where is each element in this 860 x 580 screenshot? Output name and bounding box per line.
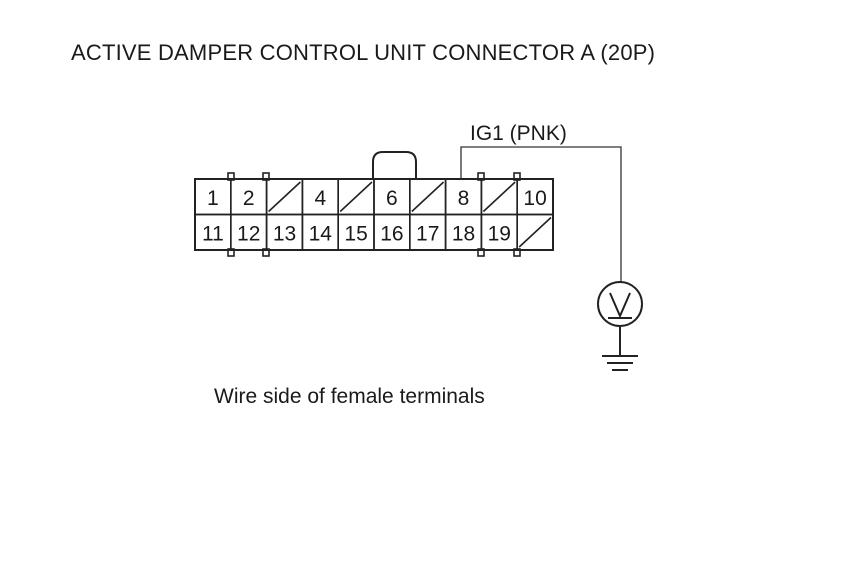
unused-terminal-slash (482, 181, 516, 213)
terminal-number: 8 (458, 187, 470, 210)
terminal-number: 18 (452, 222, 475, 245)
wire-label: IG1 (PNK) (470, 122, 567, 145)
connector-latch (372, 151, 417, 179)
terminal-number: 13 (273, 222, 296, 245)
unused-terminal-slash (411, 181, 445, 213)
unused-terminal-slash (339, 181, 373, 213)
terminal-number: 6 (386, 187, 398, 210)
terminal-number: 1 (207, 187, 219, 210)
terminal-number: 16 (380, 222, 403, 245)
terminal-number: 2 (243, 187, 255, 210)
ig1-wire (460, 146, 622, 282)
terminal-cell (516, 213, 554, 251)
terminal-number: 11 (202, 222, 224, 245)
terminal-number: 14 (309, 222, 333, 245)
diagram-caption: Wire side of female terminals (214, 385, 485, 408)
voltmeter-icon (597, 281, 643, 327)
unused-terminal-slash (518, 216, 552, 248)
terminal-number: 15 (344, 222, 367, 245)
terminal-number: 12 (237, 222, 260, 245)
diagram-title: ACTIVE DAMPER CONTROL UNIT CONNECTOR A (… (71, 40, 656, 65)
terminal-number: 4 (314, 187, 326, 210)
ground-icon (602, 326, 638, 371)
terminal-number: 19 (488, 222, 511, 245)
terminal-number: 10 (523, 187, 546, 210)
terminal-number: 17 (416, 222, 439, 245)
unused-terminal-slash (268, 181, 301, 213)
